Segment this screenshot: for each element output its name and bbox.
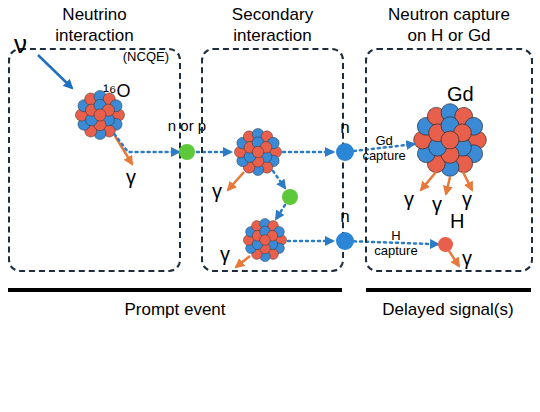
phase-bar (8, 288, 342, 292)
neutron-circle: n (336, 143, 354, 161)
particle-path (273, 171, 285, 188)
nucleus-node: Gd (414, 104, 486, 176)
gamma-arrow (446, 177, 450, 194)
nucleus-label: ¹⁶O (103, 81, 130, 102)
phase-label: Prompt event (124, 300, 225, 320)
gamma-symbol: γ (404, 188, 414, 211)
nucleus-node: ¹⁶O (76, 91, 124, 139)
hydrogen-nucleus: H (438, 237, 453, 252)
interaction-type: (NCQE) (123, 50, 169, 65)
phase-bar (366, 288, 531, 292)
particle-label: n (340, 207, 349, 227)
gamma-arrow (421, 172, 436, 190)
gamma-arrow (236, 256, 250, 267)
edge-label: Gd capture (358, 133, 410, 163)
stage-heading: Neutron capture on H or Gd (382, 4, 517, 46)
gamma-arrow (449, 251, 459, 266)
particle-circle: n or p (179, 144, 195, 160)
gamma-arrow (463, 172, 472, 190)
stage-heading: Secondary interaction (213, 4, 333, 46)
particle-path (276, 205, 285, 219)
secondary-particle (282, 189, 298, 205)
gamma-symbol: γ (126, 166, 136, 189)
particle-path (114, 134, 179, 152)
gamma-arrows (228, 172, 472, 267)
particle-paths (197, 152, 333, 241)
gamma-symbol: γ (220, 243, 230, 266)
gamma-arrow (228, 172, 244, 190)
particle-path (288, 240, 333, 243)
neutrino-arrow (38, 55, 72, 88)
neutrino-symbol: ν (14, 30, 27, 60)
phase-label: Delayed signal(s) (382, 300, 513, 320)
particle-path (283, 151, 333, 154)
stage-heading: Neutrino interaction (35, 4, 155, 46)
stage-box: Secondary interaction (201, 48, 344, 272)
edge-label: H capture (370, 228, 422, 258)
particle-label: n (340, 118, 349, 138)
nucleus-label: H (450, 210, 464, 233)
gadolinium-nucleus (414, 104, 487, 177)
gamma-symbol: γ (432, 193, 442, 216)
gamma-symbol: γ (462, 247, 472, 270)
gamma-symbol: γ (212, 180, 222, 203)
nucleus (234, 128, 281, 175)
neutron-circle: n (336, 232, 354, 250)
nucleus-label: Gd (447, 83, 474, 106)
nucleus (243, 218, 286, 261)
gamma-arrow (115, 136, 132, 164)
stage-box: Neutrino interaction(NCQE)¹⁶O (8, 48, 181, 272)
gamma-symbol: γ (462, 188, 472, 211)
